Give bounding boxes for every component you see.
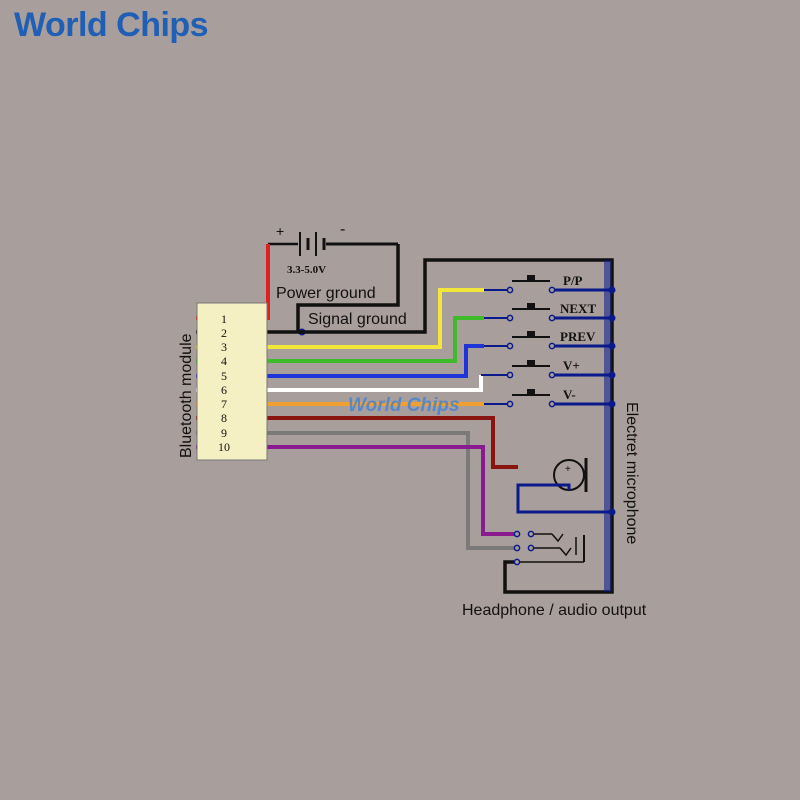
switch-vplus <box>481 360 616 379</box>
bluetooth-module-label: Bluetooth module <box>178 333 195 458</box>
pin-label-10: 10 <box>218 440 230 454</box>
battery-minus-label: - <box>340 221 345 238</box>
pin-label-6: 6 <box>221 383 227 397</box>
button-label-next: NEXT <box>560 301 596 316</box>
electret-microphone-label: Electret microphone <box>623 402 640 544</box>
pin-label-8: 8 <box>221 411 227 425</box>
button-label-vminus: V- <box>563 387 576 402</box>
pin-label-1: 1 <box>221 312 227 326</box>
pin-label-7: 7 <box>221 397 227 411</box>
switch-pp <box>484 275 616 294</box>
battery-plus-label: + <box>276 223 284 239</box>
button-label-pp: P/P <box>563 273 583 288</box>
button-label-vplus: V+ <box>563 358 580 373</box>
mic-ground-wire <box>516 483 612 514</box>
signal-ground-label: Signal ground <box>308 311 407 328</box>
mic-plus-label: + <box>565 464 571 475</box>
button-switches: P/P NEXT PREV V+ V- <box>481 273 616 408</box>
pin-label-4: 4 <box>221 354 227 368</box>
watermark-text: World Chips <box>348 395 460 416</box>
battery-voltage-label: 3.3-5.0V <box>287 264 326 276</box>
wire-8-darkred <box>196 416 518 469</box>
headphone-jack-symbol <box>513 530 585 566</box>
headphone-output-label: Headphone / audio output <box>462 602 647 619</box>
pin-label-2: 2 <box>221 326 227 340</box>
wire-6-white <box>196 375 483 392</box>
switch-vminus <box>484 389 616 408</box>
wire-3-yellow <box>196 288 484 349</box>
wire-4-green <box>196 316 484 363</box>
wire-10-purple <box>196 445 514 536</box>
pin-label-5: 5 <box>221 369 227 383</box>
pin-label-9: 9 <box>221 426 227 440</box>
power-ground-label: Power ground <box>276 285 376 302</box>
ground-bus-shade <box>604 260 612 592</box>
button-label-prev: PREV <box>560 329 596 344</box>
bluetooth-module: 1 2 3 4 5 6 7 8 9 10 <box>196 302 268 461</box>
battery-symbol: + - 3.3-5.0V <box>268 221 398 276</box>
switch-prev <box>484 331 616 350</box>
microphone-symbol: + - <box>516 458 616 516</box>
logo-text: World Chips <box>14 6 209 44</box>
wire-5-blue <box>196 344 484 378</box>
brand-logo: World Chips <box>14 6 209 45</box>
pin-label-3: 3 <box>221 340 227 354</box>
switch-next <box>484 303 616 322</box>
wire-9-gray <box>196 431 514 550</box>
